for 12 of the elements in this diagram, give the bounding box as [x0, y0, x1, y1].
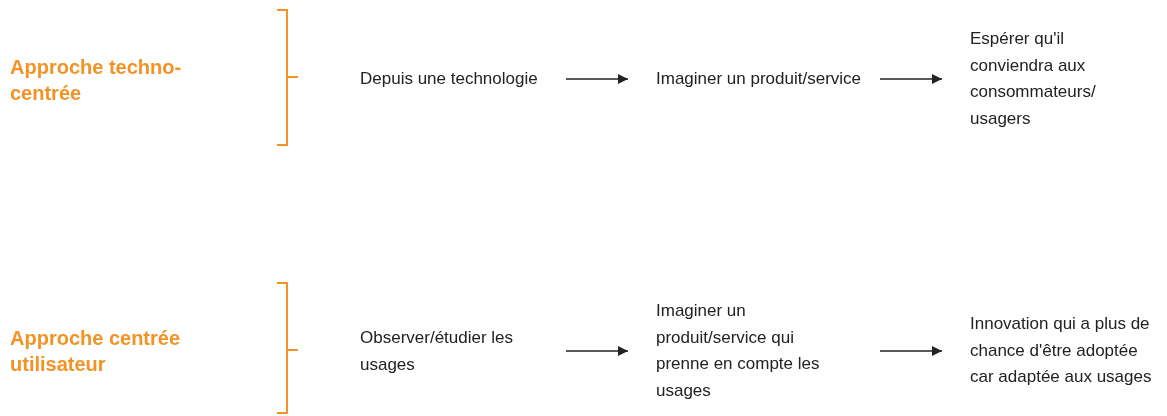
section-heading: Approche techno-centrée: [10, 55, 183, 106]
arrow: [565, 346, 629, 356]
section-heading: Approche centrée utilisateur: [10, 326, 182, 377]
step-text: Depuis une technologie: [360, 67, 539, 90]
step-text: Innovation qui a plus de chance d'être adoptée car adaptée aux usages: [970, 313, 1153, 389]
step-text: Espérer qu'il conviendra aux consommateurs/ usagers: [970, 28, 1097, 130]
step-text: Imaginer un produit/service: [656, 67, 863, 90]
arrow: [565, 74, 629, 84]
arrow: [879, 74, 943, 84]
step-text: Observer/étudier les usages: [360, 326, 515, 375]
arrow: [879, 346, 943, 356]
step-text: Imaginer un produit/service qui prenne en compte les usages: [656, 300, 821, 402]
